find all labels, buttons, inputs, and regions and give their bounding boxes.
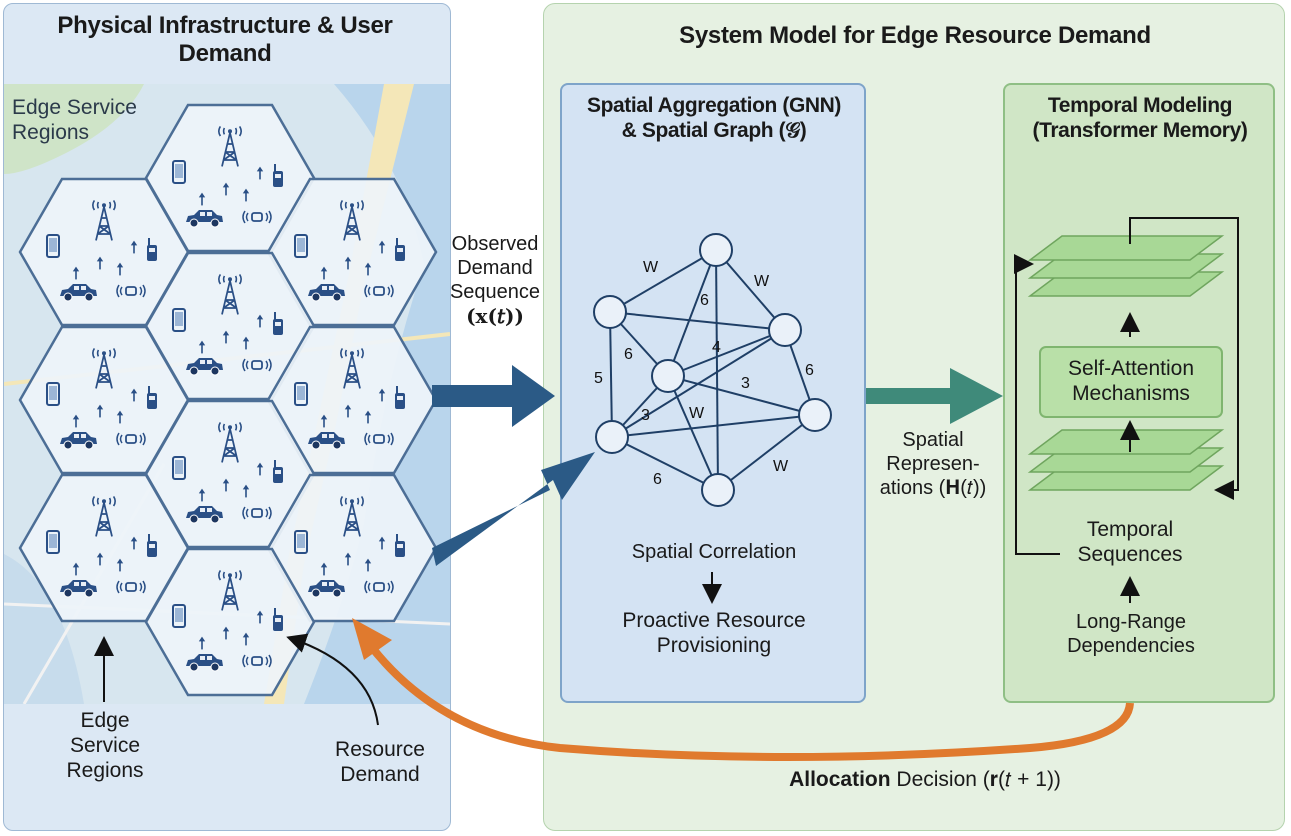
edge-weight-label: 5 — [594, 370, 603, 387]
observed-line2: Demand — [457, 257, 533, 279]
edge-weight-label: 6 — [805, 362, 814, 379]
edge-weight-label: 6 — [653, 471, 662, 488]
provisioning-line2: Provisioning — [656, 634, 772, 658]
graph-node — [699, 233, 733, 267]
spatial-graph — [609, 249, 816, 491]
long-range-dependencies-label: Long-Range Dependencies — [1040, 610, 1222, 658]
graph-node — [595, 420, 629, 454]
observed-demand-arrow-lower — [432, 452, 595, 566]
edge-weight-label: W — [773, 458, 789, 475]
edge-weight-label: W — [754, 273, 770, 290]
allocation-rest: Decision (𝐫(𝑡 + 1)) — [896, 768, 1061, 791]
spatial-representation-arrow — [866, 368, 1003, 424]
resource-demand-bottom-label: Resource Demand — [335, 738, 425, 787]
observed-demand-arrow — [432, 365, 555, 427]
observed-line1: Observed — [451, 233, 539, 255]
edge-weight-label: W — [643, 259, 659, 276]
dependencies-line1: Long-Range — [1075, 611, 1187, 633]
attention-line2: Mechanisms — [1072, 382, 1190, 406]
graph-node — [768, 313, 802, 347]
observed-line3: Sequence — [449, 281, 541, 303]
edge-weight-label: 3 — [741, 375, 750, 392]
map-region-label: Edge Service Regions — [12, 96, 137, 145]
dependencies-line2: Dependencies — [1067, 635, 1195, 657]
graph-node — [593, 295, 627, 329]
graph-nodes — [593, 233, 832, 507]
edge-weight-label: 6 — [624, 346, 633, 363]
self-attention-label: Self-Attention Mechanisms — [1040, 356, 1222, 406]
spatial-representations-label: Spatial Represen- ations (𝐇(𝑡)) — [858, 428, 1008, 500]
spatial-title: Spatial Aggregation (GNN) & Spatial Grap… — [562, 94, 866, 144]
graph-node — [701, 473, 735, 507]
representations-line1: Spatial — [902, 429, 964, 451]
temporal-title: Temporal Modeling (Transformer Memory) — [1005, 94, 1275, 144]
observed-demand-label: Observed Demand Sequence (𝐱(𝑡)) — [445, 232, 545, 328]
left-panel-title: Physical Infrastructure & User Demand — [57, 12, 393, 68]
temporal-title-line1: Temporal Modeling — [1047, 94, 1233, 117]
edge-weight-label: W — [689, 405, 705, 422]
recurrent-loop-arrow-left — [1014, 254, 1060, 555]
allocation-decision-label: Allocation Decision (𝐫(𝑡 + 1)) — [700, 767, 1150, 792]
edge-weight-label: 4 — [712, 339, 721, 356]
edge-weight-label: 3 — [641, 407, 650, 424]
spatial-correlation-label: Spatial Correlation — [631, 541, 797, 563]
spatial-title-line2: & Spatial Graph (𝒢) — [621, 118, 807, 142]
edge-service-hexagon-grid — [20, 105, 436, 695]
spatial-title-line1: Spatial Aggregation (GNN) — [586, 94, 842, 117]
representations-line2: Represen- — [886, 453, 980, 475]
temporal-sequences-label: Temporal Sequences — [1060, 517, 1200, 567]
transformer-layer-stack-bottom — [1027, 429, 1225, 491]
allocation-arrowhead — [352, 618, 392, 660]
allocation-feedback-arrow — [366, 642, 1134, 761]
proactive-provisioning-label: Proactive Resource Provisioning — [562, 608, 866, 658]
observed-line4: (𝐱(𝑡)) — [466, 304, 524, 328]
transformer-layer-stack-top — [1027, 235, 1225, 297]
attention-line1: Self-Attention — [1067, 357, 1195, 380]
resource-demand-pointer-arrow — [286, 633, 379, 726]
graph-node — [651, 359, 685, 393]
sequences-line1: Temporal — [1086, 518, 1174, 541]
edge-regions-bottom-label: Edge Service Regions — [66, 709, 144, 783]
temporal-title-line2: (Transformer Memory) — [1032, 118, 1248, 142]
allocation-bold: Allocation — [789, 768, 891, 791]
provisioning-line1: Proactive Resource — [622, 609, 806, 632]
edge-weight-label: 6 — [700, 292, 709, 309]
representations-line3: ations (𝐇(𝑡)) — [879, 477, 987, 499]
sequences-line2: Sequences — [1077, 543, 1183, 567]
recurrent-loop-arrow-right — [1129, 217, 1239, 500]
self-attention-box — [1039, 346, 1223, 418]
graph-node — [798, 398, 832, 432]
edge-weight-labels: W W 6 6 4 5 3 6 3 W W 6 — [594, 259, 814, 488]
right-panel-title: System Model for Edge Resource Demand — [679, 22, 1151, 49]
